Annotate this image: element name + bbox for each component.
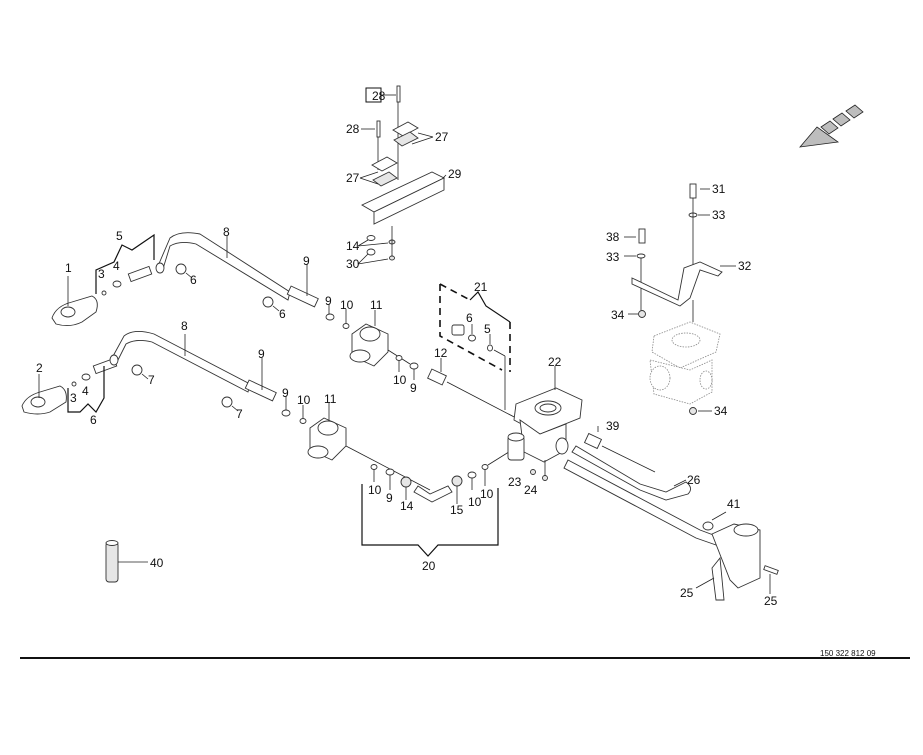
callout-6: 7 [148,373,155,387]
callout-27: 27 [346,171,360,185]
callout-9: 6 [466,311,473,325]
callout-12: 12 [434,346,448,360]
callout-29: 29 [448,167,462,181]
upper-coupling-line [51,232,521,421]
callout-15: 20 [422,559,436,573]
trailer-control-valve [507,366,583,481]
callout-1: 1 [65,261,72,275]
callout-33: 33 [712,208,726,222]
callout-28: 28 [372,89,386,103]
callout-9: 10 [468,495,482,509]
callout-33: 33 [606,250,620,264]
callout-8: 9 [258,347,265,361]
callout-10: 5 [484,322,491,336]
callout-9: 9 [325,294,332,308]
supply-line-coupling [563,426,779,601]
callout-5: 6 [90,413,97,427]
callout-22: 23 [508,475,522,489]
footer-rule [20,657,910,659]
clamp-bracket-assembly [357,85,447,265]
callout-34: 34 [611,308,625,322]
callout-6: 6 [190,273,197,287]
callout-labels: 28 28 27 27 29 14 30 5 1 3 4 6 8 6 9 9 1… [36,89,778,608]
callout-32: 32 [738,259,752,273]
callout-25: 25 [764,594,778,608]
callout-11: 11 [324,392,337,406]
callout-14: 14 [400,499,414,513]
callout-10: 10 [340,298,354,312]
callout-40: 40 [150,556,164,570]
spiral-hose [105,540,148,583]
repair-kit [439,283,511,410]
callout-7: 8 [181,319,188,333]
callout-11: 11 [370,298,383,312]
direction-arrow-icon [799,104,864,148]
callout-9: 9 [282,386,289,400]
callout-24: 25 [680,586,694,600]
callout-26: 26 [687,473,701,487]
callout-38: 38 [606,230,620,244]
callout-41: 41 [727,497,741,511]
lower-coupling-line [21,331,431,491]
callout-5: 5 [116,229,123,243]
callout-6: 6 [279,307,286,321]
callout-31: 31 [712,182,726,196]
callout-3: 3 [70,391,77,405]
elbow-kit [361,449,513,557]
callout-27: 27 [435,130,449,144]
callout-9: 9 [410,381,417,395]
callout-14: 15 [450,503,464,517]
callout-10: 10 [368,483,382,497]
callout-23: 24 [524,483,538,497]
callout-3: 3 [98,267,105,281]
callout-28: 28 [346,122,360,136]
document-number: 150 322 812 09 [820,649,876,658]
callout-2: 2 [36,361,43,375]
callout-21: 22 [548,355,562,369]
callout-6: 7 [236,407,243,421]
callout-20: 21 [474,280,488,294]
callout-39: 39 [606,419,620,433]
callout-34: 34 [714,404,728,418]
callout-30: 30 [346,257,360,271]
callout-10: 10 [480,487,494,501]
callout-4: 4 [82,384,89,398]
callout-13: 14 [346,239,360,253]
callout-10: 10 [297,393,311,407]
valve-mount-bracket [624,183,736,415]
callout-4: 4 [113,259,120,273]
callout-8: 9 [303,254,310,268]
callout-9: 9 [386,491,393,505]
callout-7: 8 [223,225,230,239]
callout-10: 10 [393,373,407,387]
